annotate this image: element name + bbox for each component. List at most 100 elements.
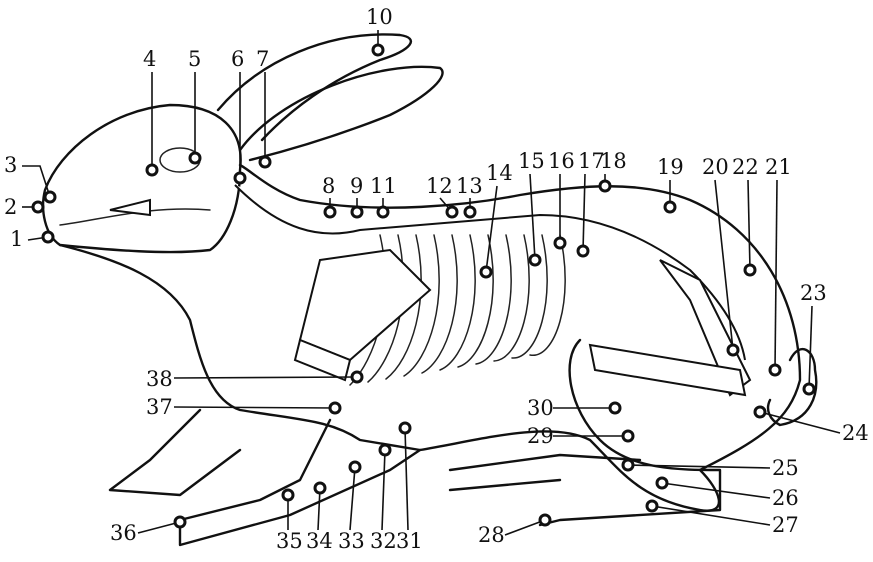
label-16: 16: [548, 149, 575, 250]
label-number: 9: [350, 174, 363, 198]
marker-dot: [726, 343, 740, 357]
label-number: 11: [370, 174, 397, 198]
leader-line: [661, 482, 771, 499]
leader-line: [529, 173, 536, 261]
marker-dot: [281, 488, 295, 502]
leader-line: [582, 173, 586, 252]
label-36: 36: [110, 515, 187, 545]
label-8: 8: [322, 174, 337, 219]
leader-line: [485, 185, 498, 273]
label-3: 3: [4, 153, 57, 204]
label-13: 13: [456, 174, 483, 219]
label-38: 38: [146, 367, 364, 391]
hind-foot: [448, 453, 642, 492]
marker-dot: [350, 205, 364, 219]
label-number: 34: [306, 529, 333, 553]
marker-dot: [608, 401, 622, 415]
leader-line: [173, 406, 336, 409]
label-28: 28: [478, 513, 552, 547]
label-number: 30: [527, 396, 554, 420]
scapula: [298, 248, 432, 362]
leader-line: [651, 505, 771, 526]
label-number: 25: [772, 456, 799, 480]
label-number: 16: [548, 149, 575, 173]
label-number: 12: [426, 174, 453, 198]
label-24: 24: [753, 405, 869, 445]
marker-dot: [376, 205, 390, 219]
label-22: 22: [732, 155, 759, 277]
label-7: 7: [256, 47, 272, 169]
label-number: 17: [578, 149, 605, 173]
marker-dot: [663, 200, 677, 214]
marker-dot: [645, 499, 659, 513]
marker-dot: [398, 421, 412, 435]
rib: [457, 234, 494, 368]
ear-back: [216, 33, 413, 142]
label-number: 3: [4, 153, 17, 177]
label-number: 38: [146, 367, 173, 391]
label-number: 23: [800, 281, 827, 305]
leader-line: [317, 487, 321, 531]
label-number: 18: [600, 149, 627, 173]
label-number: 4: [143, 47, 156, 71]
leader-line: [627, 464, 771, 469]
label-5: 5: [188, 47, 202, 165]
rib: [529, 234, 566, 356]
marker-dot: [621, 458, 635, 472]
label-11: 11: [370, 174, 397, 219]
label-21: 21: [765, 155, 792, 377]
label-number: 35: [276, 529, 303, 553]
marker-dot: [655, 476, 669, 490]
label-number: 15: [518, 149, 545, 173]
rib: [367, 234, 404, 383]
rib: [385, 234, 422, 380]
label-34: 34: [306, 481, 333, 553]
leader-line: [504, 519, 546, 536]
label-29: 29: [527, 424, 635, 448]
marker-dot: [378, 443, 392, 457]
label-number: 2: [4, 195, 17, 219]
label-27: 27: [645, 499, 799, 537]
body-outline: [58, 163, 802, 512]
humerus: [293, 338, 352, 382]
label-number: 19: [657, 155, 684, 179]
marker-dot: [576, 244, 590, 258]
marker-dot: [553, 236, 567, 250]
label-number: 27: [772, 513, 799, 537]
leader-line: [759, 411, 841, 434]
label-18: 18: [598, 149, 627, 193]
marker-dot: [768, 363, 782, 377]
label-number: 14: [486, 161, 513, 185]
label-number: 24: [842, 421, 869, 445]
marker-dot: [528, 253, 542, 267]
label-number: 13: [456, 174, 483, 198]
marker-dot: [233, 171, 247, 185]
foreleg-front: [178, 418, 422, 547]
label-number: 21: [765, 155, 792, 179]
label-10: 10: [366, 5, 393, 57]
label-19: 19: [657, 155, 684, 214]
label-number: 32: [370, 529, 397, 553]
marker-dot: [41, 230, 55, 244]
marker-dot: [445, 205, 459, 219]
rib: [403, 234, 440, 377]
marker-dot: [463, 205, 477, 219]
label-37: 37: [146, 395, 342, 419]
head-outline: [41, 103, 242, 254]
rib: [439, 234, 476, 371]
label-6: 6: [231, 47, 247, 185]
marker-dot: [258, 155, 272, 169]
label-number: 28: [478, 523, 505, 547]
leader-line: [22, 165, 51, 198]
marker-dot: [348, 460, 362, 474]
leader-line: [173, 376, 358, 379]
marker-dot: [188, 151, 202, 165]
ear-front: [238, 65, 444, 162]
foreleg-back: [108, 408, 242, 497]
label-number: 6: [231, 47, 244, 71]
label-number: 33: [338, 529, 365, 553]
mouth: [59, 208, 211, 226]
femur: [588, 343, 747, 397]
label-32: 32: [370, 443, 397, 553]
